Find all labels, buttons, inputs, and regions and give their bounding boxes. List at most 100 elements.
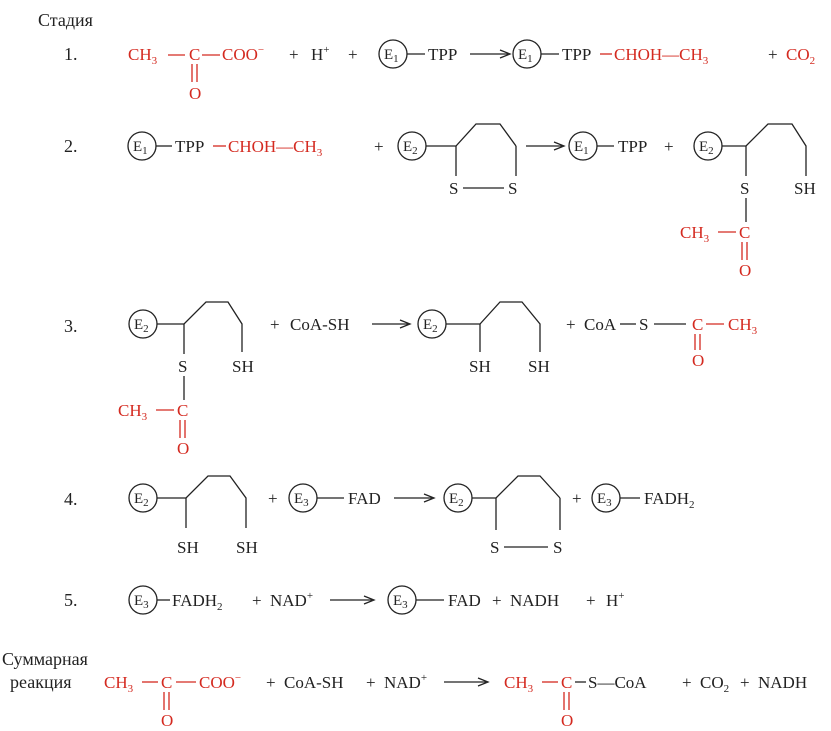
thiol-group: SH: [794, 179, 816, 198]
nad-plus: NAD+: [270, 590, 313, 610]
hydroxyethyl-group: CHOH—CH3: [614, 45, 709, 67]
thiol-group: SH: [236, 538, 258, 557]
lipoyl-chain: [157, 301, 243, 352]
enzyme-e2-label: E2: [449, 491, 464, 509]
stage-2: 2. E1 TPP CHOH—CH3 + E2 S S E1 TPP + E2 …: [64, 123, 816, 280]
plus-sign: +: [270, 315, 280, 334]
carbonyl-oxygen: O: [189, 84, 201, 103]
fad-label: FAD: [448, 591, 481, 610]
lipoyl-chain: [426, 123, 517, 147]
plus-sign: +: [252, 591, 262, 610]
sulfur-atom: S: [449, 179, 458, 198]
carbonyl-carbon: C: [189, 45, 200, 64]
thioester-coa: S—CoA: [588, 673, 647, 692]
reaction-arrow-head: [363, 595, 376, 605]
nadh-label: NADH: [510, 591, 559, 610]
carboxylate: COO−: [199, 672, 241, 692]
plus-sign: +: [348, 45, 358, 64]
carboxylate: COO−: [222, 44, 264, 64]
stage-5: 5. E3 FADH2 + NAD+ E3 FAD + NADH + H+: [64, 585, 625, 615]
stage-3: 3. E2 S SH CH3 C O + CoA-SH E2 SH SH + C…: [64, 301, 758, 458]
plus-sign: +: [682, 673, 692, 692]
reaction-arrow-head: [399, 319, 412, 329]
plus-sign: +: [586, 591, 596, 610]
sulfur-atom: S: [740, 179, 749, 198]
enzyme-e1-label: E1: [574, 139, 589, 157]
tpp-label: TPP: [618, 137, 647, 156]
plus-sign: +: [268, 489, 278, 508]
carbonyl-oxygen: O: [561, 711, 573, 730]
enzyme-e1-label: E1: [133, 139, 148, 157]
reaction-arrow-head: [423, 493, 436, 503]
carbon-dioxide: CO2: [700, 673, 729, 695]
coenzyme-a-thiol: CoA-SH: [290, 315, 350, 334]
carbon-dioxide: CO2: [786, 45, 815, 67]
tpp-label: TPP: [175, 137, 204, 156]
carbonyl-carbon: C: [692, 315, 703, 334]
lipoyl-chain: [446, 301, 541, 352]
methyl-group: CH3: [118, 401, 148, 423]
methyl-group: CH3: [128, 45, 158, 67]
reaction-arrow-head: [499, 49, 512, 59]
enzyme-e1-label: E1: [518, 47, 533, 65]
stage-4: 4. E2 SH SH + E3 FAD E2 S S + E3 FADH2: [64, 475, 695, 557]
enzyme-e2-label: E2: [423, 317, 438, 335]
thiol-group: SH: [232, 357, 254, 376]
carbonyl-oxygen: O: [161, 711, 173, 730]
carbonyl-carbon: C: [177, 401, 188, 420]
sulfur-atom: S: [639, 315, 648, 334]
methyl-group: CH3: [504, 673, 534, 695]
methyl-group: CH3: [728, 315, 758, 337]
tpp-label: TPP: [562, 45, 591, 64]
fadh2-label: FADH2: [644, 489, 695, 511]
proton: H+: [311, 44, 330, 64]
proton: H+: [606, 590, 625, 610]
plus-sign: +: [768, 45, 778, 64]
plus-sign: +: [266, 673, 276, 692]
sulfur-atom: S: [508, 179, 517, 198]
sulfur-atom: S: [490, 538, 499, 557]
summary-reaction: Суммарная реакция CH3 C COO− O + CoA-SH …: [2, 649, 807, 730]
plus-sign: +: [740, 673, 750, 692]
stage-number: 3.: [64, 316, 78, 336]
methyl-group: CH3: [104, 673, 134, 695]
plus-sign: +: [374, 137, 384, 156]
plus-sign: +: [366, 673, 376, 692]
lipoyl-chain: [157, 475, 247, 528]
coenzyme-a: CoA: [584, 315, 617, 334]
stage-number: 4.: [64, 489, 78, 509]
nadh-label: NADH: [758, 673, 807, 692]
fadh2-label: FADH2: [172, 591, 223, 613]
reaction-arrow-head: [477, 677, 490, 687]
summary-label-line1: Суммарная: [2, 649, 88, 669]
lipoyl-chain: [472, 475, 561, 499]
stage-1: 1. CH3 C COO− O + H+ + E1 TPP E1 TPP CHO…: [64, 39, 815, 103]
thiol-group: SH: [528, 357, 550, 376]
enzyme-e2-label: E2: [699, 139, 714, 157]
stage-header: Стадия: [38, 10, 93, 30]
lipoyl-chain: [722, 123, 807, 176]
fad-label: FAD: [348, 489, 381, 508]
hydroxyethyl-group: CHOH—CH3: [228, 137, 323, 159]
methyl-group: CH3: [680, 223, 710, 245]
enzyme-e3-label: E3: [393, 593, 408, 611]
stage-number: 2.: [64, 136, 78, 156]
carbonyl-oxygen: O: [739, 261, 751, 280]
stage-number: 5.: [64, 590, 78, 610]
reaction-arrow-head: [553, 141, 566, 151]
thiol-group: SH: [177, 538, 199, 557]
sulfur-atom: S: [553, 538, 562, 557]
enzyme-e2-label: E2: [403, 139, 418, 157]
carbonyl-oxygen: O: [177, 439, 189, 458]
enzyme-e3-label: E3: [294, 491, 309, 509]
nad-plus: NAD+: [384, 672, 427, 692]
plus-sign: +: [566, 315, 576, 334]
stage-number: 1.: [64, 44, 78, 64]
carbonyl-carbon: C: [739, 223, 750, 242]
carbonyl-carbon: C: [161, 673, 172, 692]
enzyme-e2-label: E2: [134, 491, 149, 509]
enzyme-e3-label: E3: [597, 491, 612, 509]
tpp-label: TPP: [428, 45, 457, 64]
plus-sign: +: [572, 489, 582, 508]
